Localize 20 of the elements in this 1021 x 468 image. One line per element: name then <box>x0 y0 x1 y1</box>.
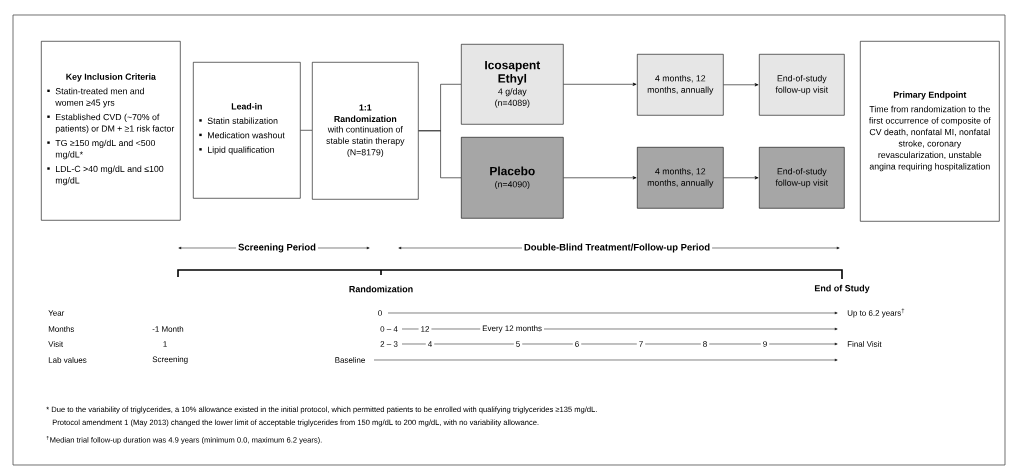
arrow <box>723 83 759 87</box>
milestone-label: Randomization <box>346 283 416 295</box>
end-of-study-box: End-of-study follow-up visit <box>759 54 845 116</box>
follow-up-box: 4 months, 12 months, annually <box>637 54 724 116</box>
lead-in-box: Lead-in Statin stabilization Medication washout Lipid qualification <box>193 62 301 199</box>
placebo-box: Placebo (n=4090) <box>461 137 564 219</box>
period-label: Double-Blind Treatment/Follow-up Period <box>521 241 713 255</box>
endpoint-box: Primary Endpoint Time from randomization to the first occurrence of composite of CV death, nonfatal MI, nonfatal stroke, coronary revascularization, unstable angina requiring hospitalization <box>860 41 1000 222</box>
branch-connector <box>418 130 462 179</box>
criteria-box: Key Inclusion Criteria Statin-treated men and women ≥45 yrs Established CVD (~70% of patients) or DM + ≥1 risk factor TG ≥150 mg/dL and <500 mg/dL* LDL-C >40 mg/dL and ≤100 mg/dL <box>41 41 181 221</box>
milestone-label: End of Study <box>812 282 872 296</box>
treatment-box: Icosapent Ethyl 4 g/day (n=4089) <box>461 44 564 125</box>
arrow <box>723 176 759 180</box>
arrow <box>563 82 637 86</box>
end-of-study-box: End-of-study follow-up visit <box>759 147 845 209</box>
follow-up-box: 4 months, 12 months, annually <box>637 147 724 209</box>
connector-line <box>300 130 313 131</box>
randomization-box: 1:1 Randomization with continuation of stable statin therapy (N=8179) <box>312 62 419 200</box>
arrow <box>563 176 637 180</box>
period-label: Screening Period <box>236 241 318 255</box>
